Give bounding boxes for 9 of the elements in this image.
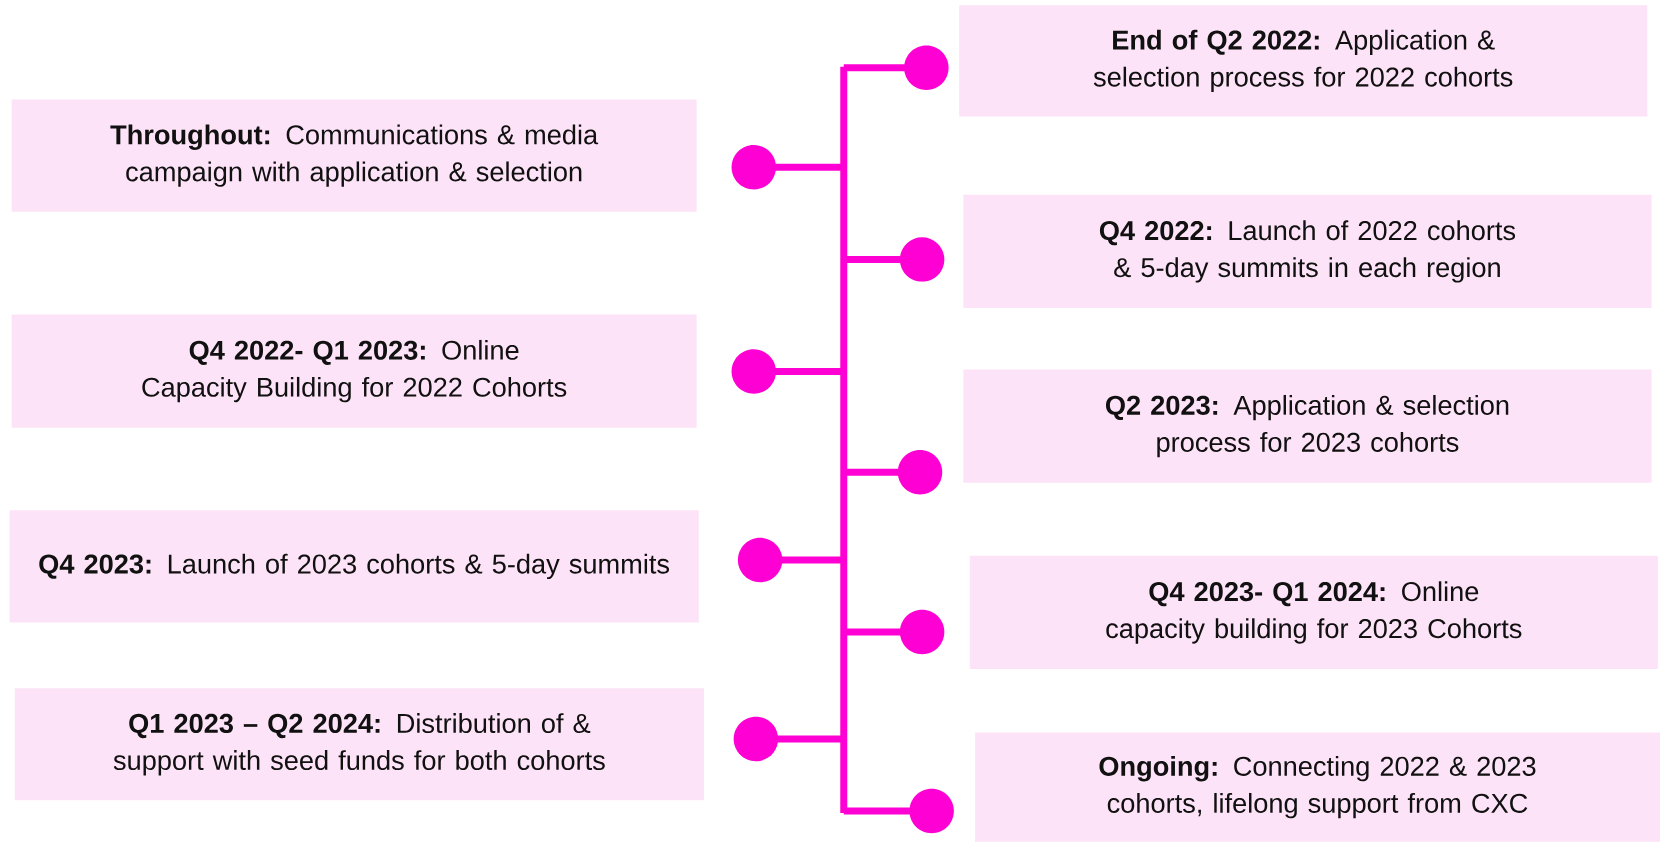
milestone-box: Q4 2023: Launch of 2023 cohorts & 5-day summits [9, 510, 699, 623]
milestone-box: Q4 2022: Launch of 2022 cohorts & 5-day summits in each region [963, 194, 1652, 309]
milestone-box: Ongoing: Connecting 2022 & 2023 cohorts, lifelong support from CXC [975, 732, 1660, 842]
milestone-box: End of Q2 2022: Application & selection process for 2022 cohorts [959, 5, 1648, 117]
milestone-box: Throughout: Communications & media campaign with application & selection [11, 99, 697, 212]
milestone-box: Q2 2023: Application & selection process for 2023 cohorts [963, 369, 1652, 483]
milestone-box: Q1 2023 – Q2 2024: Distribution of & support with seed funds for both cohorts [14, 688, 705, 801]
milestone-box: Q4 2022- Q1 2023: Online Capacity Building for 2022 Cohorts [11, 314, 697, 428]
milestone-box: Q4 2023- Q1 2024: Online capacity building for 2023 Cohorts [969, 555, 1658, 670]
